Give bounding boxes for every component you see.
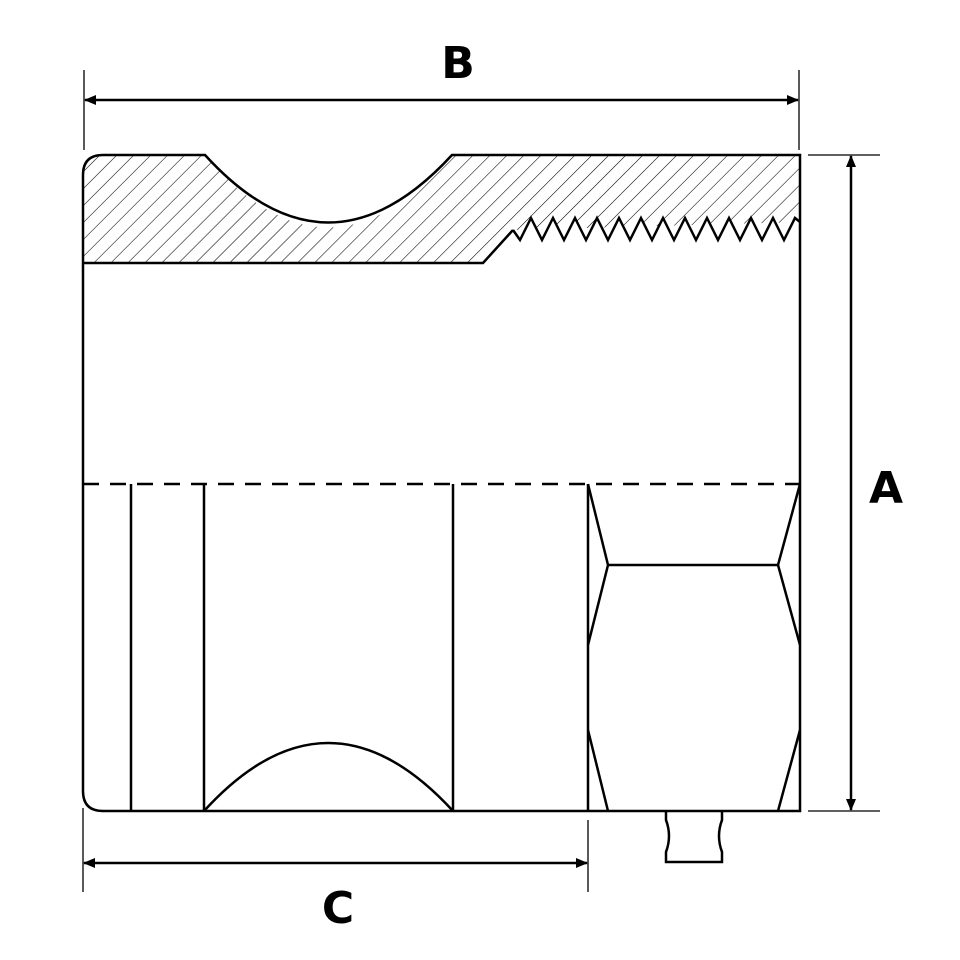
bore-line [83,229,514,265]
body-outline [81,153,802,813]
dim-a-label: A [869,463,903,514]
dim-c-label: C [322,883,354,934]
thread-profile [511,215,801,243]
thread-fill [513,218,800,262]
hatched-section [83,155,800,263]
locking-pin [664,811,724,864]
dim-b-label: B [441,38,475,89]
hex-outline [586,483,802,812]
groove-arc [203,741,454,812]
